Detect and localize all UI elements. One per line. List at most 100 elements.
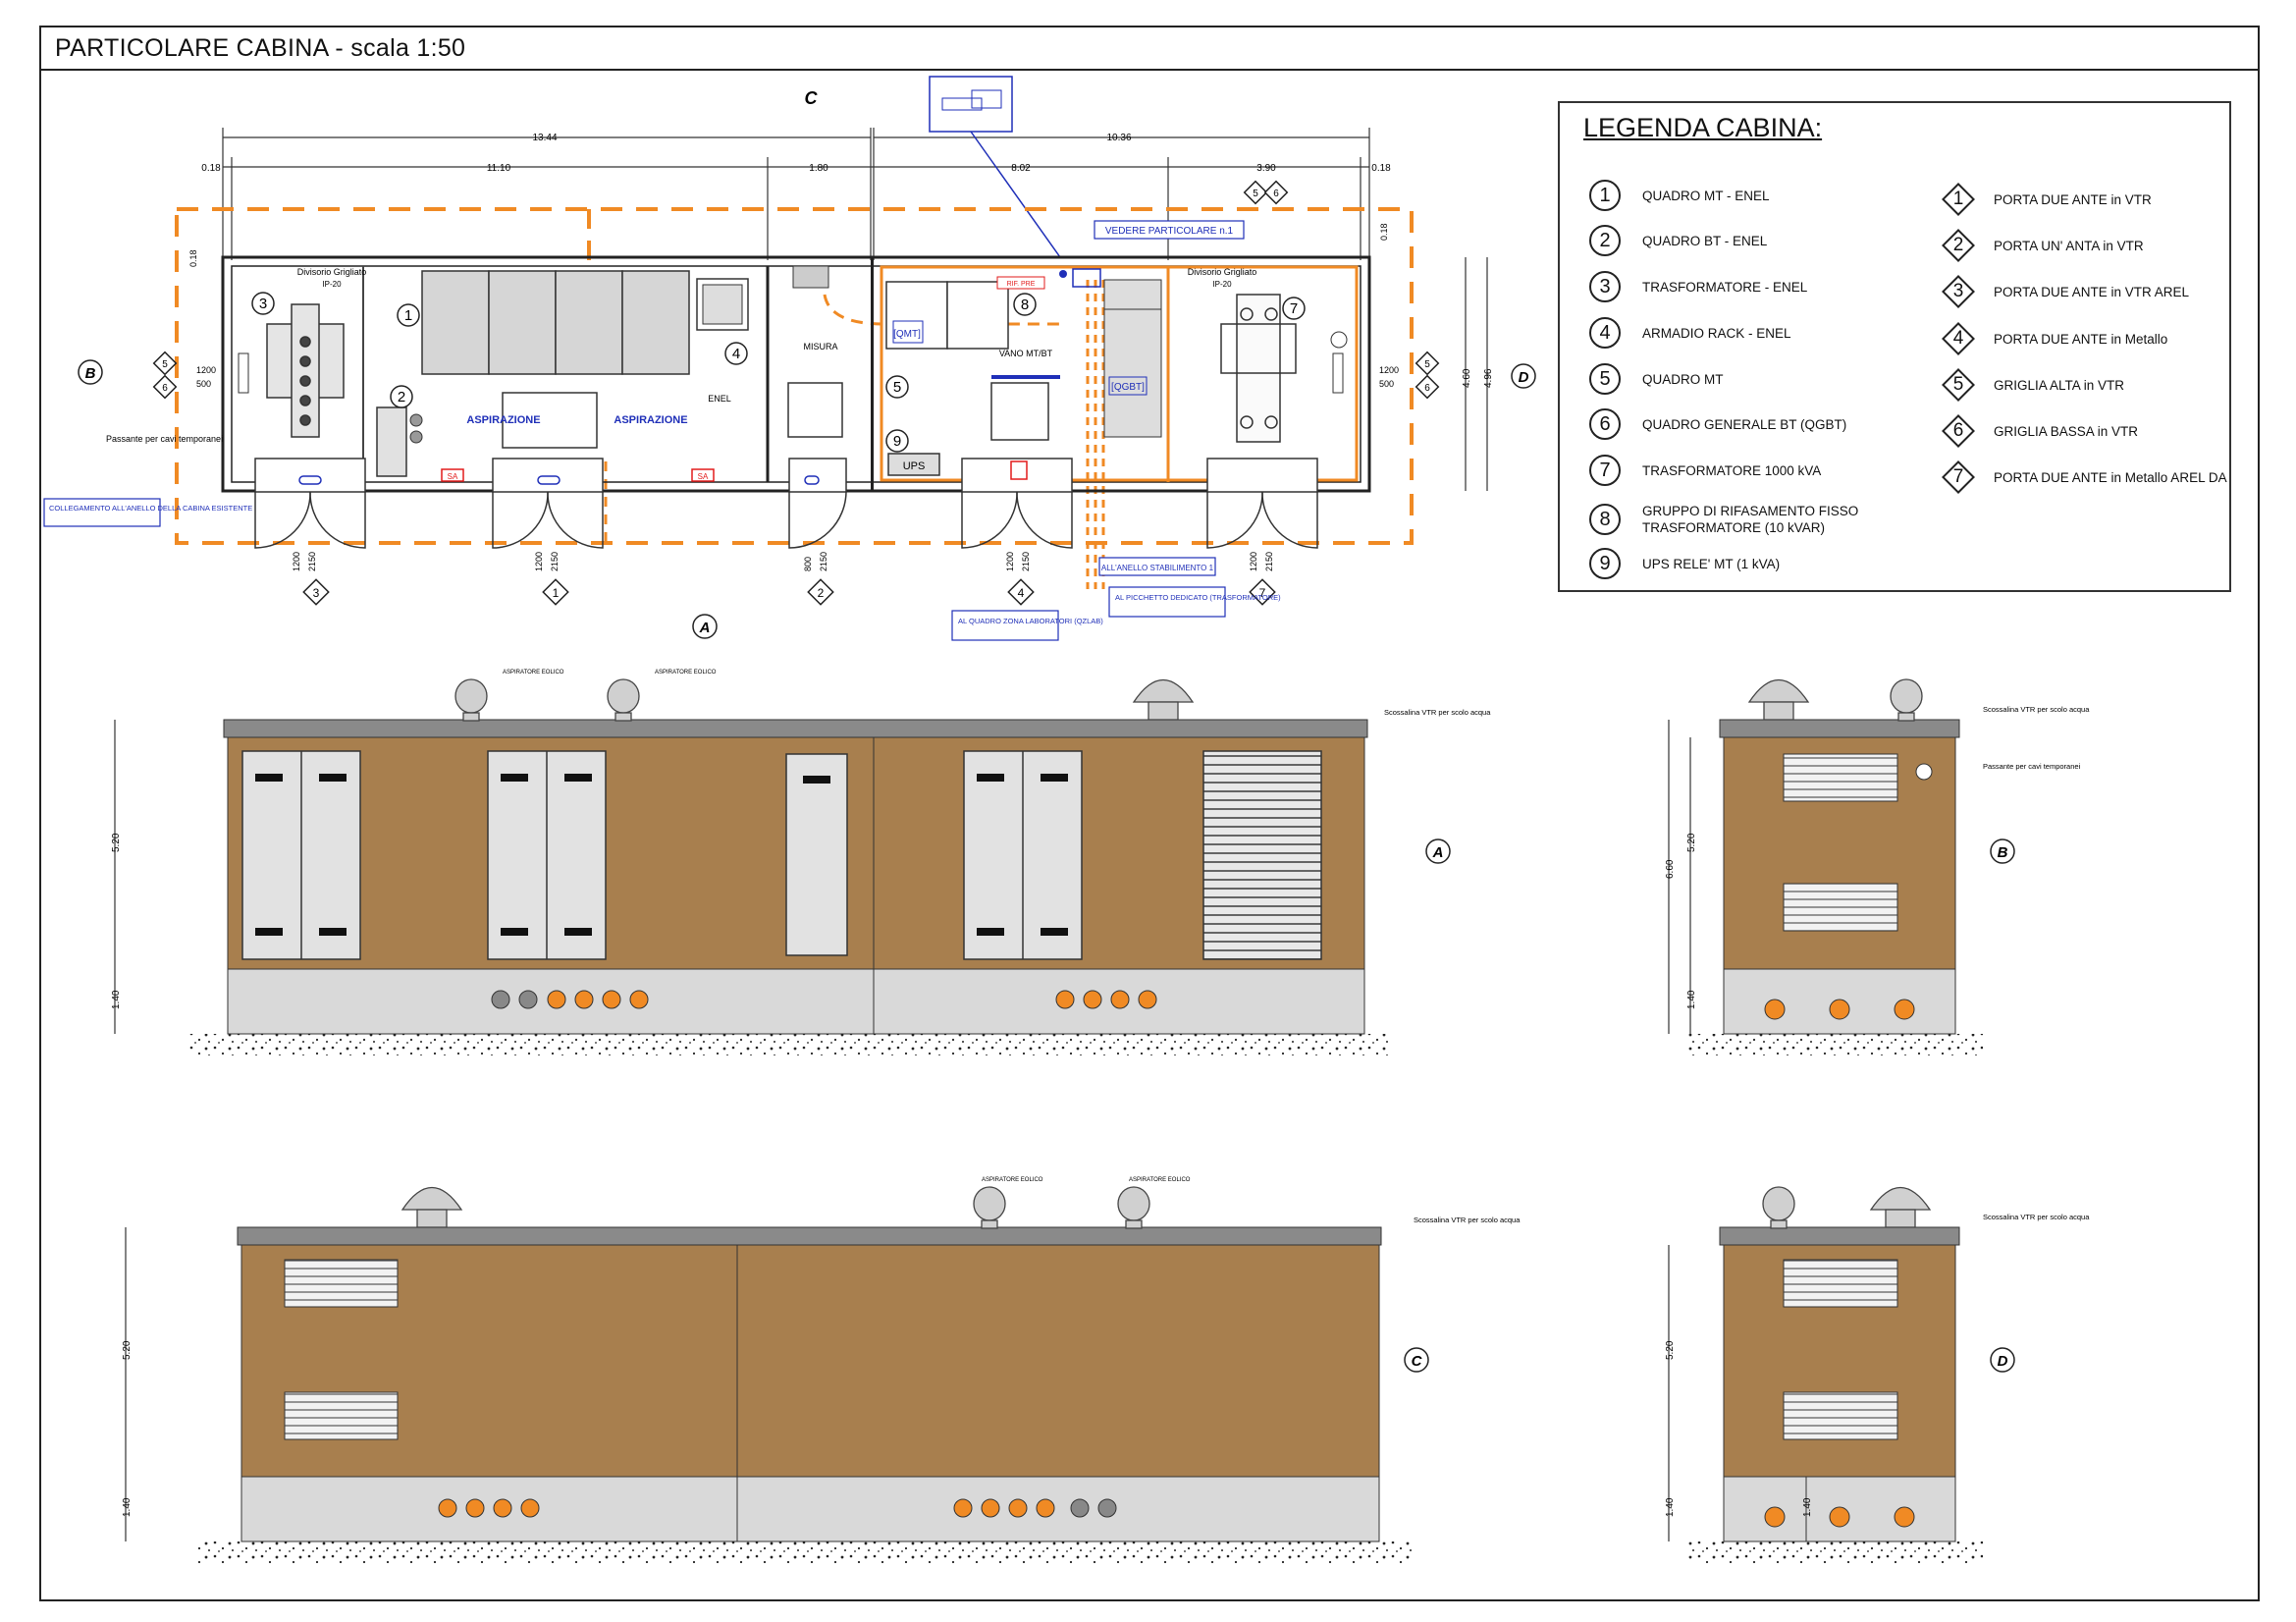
drawing-frame: PARTICOLARE CABINA - scala 1:50 (39, 26, 2260, 1601)
aspiratore-a1: ASPIRATORE EOLICO (503, 670, 564, 676)
elev-b-h660: 6.60 (1665, 859, 1676, 879)
elev-c-marker: C (1412, 1353, 1423, 1370)
callout-2: 2 (398, 389, 405, 406)
aspirazione-1: ASPIRAZIONE (466, 414, 540, 426)
elev-c-h140: 1.40 (122, 1497, 133, 1517)
side-dim-l-500: 500 (196, 379, 211, 389)
dim-1110: 11.10 (487, 163, 511, 174)
door4-w: 1200 (1005, 552, 1015, 571)
view-marker-a: A (699, 620, 711, 636)
rif-label: RIF. PRE (1007, 281, 1036, 288)
door3-h: 2150 (819, 552, 828, 571)
ip-label-2: IP-20 (1212, 280, 1232, 289)
grid-tag-t5: 5 (1253, 189, 1258, 199)
side-dim-l-1200: 1200 (196, 365, 216, 375)
plan-doors (254, 458, 1318, 549)
note-vedere: VEDERE PARTICOLARE n.1 (1105, 226, 1234, 237)
dim-v018-l: 0.18 (188, 249, 198, 267)
dim-total-right: 10.36 (1106, 133, 1131, 143)
legend-num-diamond: 1 (1952, 189, 1964, 209)
callout-9: 9 (893, 433, 901, 450)
scossalina-d: Scossalina VTR per scolo acqua (1983, 1213, 2090, 1221)
legend-item-diamond-4: 4 PORTA DUE ANTE in Metallo (1941, 319, 2167, 358)
legend-label: PORTA DUE ANTE in VTR (1994, 191, 2152, 207)
elev-a-marker: A (1432, 844, 1444, 861)
legend-label: QUADRO MT (1642, 371, 1724, 387)
grid-label-2: Divisorio Grigliato (1188, 267, 1257, 277)
scossalina-a: Scossalina VTR per scolo acqua (1384, 708, 1491, 717)
view-marker-b: B (85, 365, 96, 382)
plan-view: 13.44 10.36 0.18 11.10 1.80 8.02 3.90 0.… (43, 76, 1536, 641)
scossalina-b: Scossalina VTR per scolo acqua (1983, 705, 2090, 714)
legend-num-circle: 4 (1589, 317, 1621, 349)
elev-b-h140: 1.40 (1686, 990, 1697, 1009)
dim-018b: 0.18 (1371, 163, 1391, 174)
legend-num-diamond: 3 (1952, 281, 1964, 301)
scossalina-c: Scossalina VTR per scolo acqua (1414, 1216, 1521, 1224)
ups-label: UPS (903, 460, 926, 472)
legend-num-diamond: 2 (1952, 235, 1964, 255)
grid-label-1: Divisorio Grigliato (297, 267, 367, 277)
view-marker-c: C (805, 88, 819, 108)
room-vano: VANO MT/BT (999, 349, 1053, 358)
door2-w: 1200 (534, 552, 544, 571)
legend-item-circle-9: 9 UPS RELE' MT (1 kVA) (1589, 544, 1780, 583)
legend-item-diamond-5: 5 GRIGLIA ALTA in VTR (1941, 365, 2124, 405)
title-bar: PARTICOLARE CABINA - scala 1:50 (41, 27, 2258, 71)
ip-label-1: IP-20 (322, 280, 342, 289)
note-anello: ALL'ANELLO STABILIMENTO 1 (1101, 564, 1214, 572)
top-dimensions (222, 128, 1370, 260)
grid-tag-t6: 6 (1273, 189, 1279, 199)
legend-label: GRUPPO DI RIFASAMENTO FISSO TRASFORMATOR… (1642, 504, 1859, 535)
elev-d-h140b: 1.40 (1802, 1497, 1813, 1517)
legend-label: ARMADIO RACK - ENEL (1642, 325, 1791, 341)
dim-v018-r: 0.18 (1379, 223, 1389, 241)
legend-num-diamond: 7 (1952, 466, 1964, 487)
aspiratore-c2: ASPIRATORE EOLICO (1129, 1177, 1191, 1183)
legend-num-circle: 9 (1589, 548, 1621, 579)
elevation-d: Scossalina VTR per scolo acqua 5.20 1.40… (1665, 1186, 2090, 1563)
elev-b-marker: B (1998, 844, 2008, 861)
legend-num-circle: 8 (1589, 504, 1621, 535)
elev-d-h140: 1.40 (1665, 1497, 1676, 1517)
qmt-label: [QMT] (893, 329, 921, 340)
legend-label: UPS RELE' MT (1 kVA) (1642, 556, 1781, 571)
legend-num-circle: 6 (1589, 408, 1621, 440)
legend-label: TRASFORMATORE 1000 kVA (1642, 462, 1822, 478)
legend-item-diamond-6: 6 GRIGLIA BASSA in VTR (1941, 411, 2138, 451)
dim-180: 1.80 (809, 163, 828, 174)
callout-1: 1 (404, 307, 412, 324)
grid-tag-l6: 6 (162, 383, 168, 394)
plan-callouts: 3 1 2 4 5 8 7 9 (251, 292, 1306, 453)
transformer-1000 (1220, 294, 1297, 443)
side-dim-r-1200: 1200 (1379, 365, 1399, 375)
legend-box: LEGENDA CABINA: 1 QUADRO MT - ENEL 2 QUA… (1558, 101, 2231, 592)
legend-item-diamond-7: 7 PORTA DUE ANTE in Metallo AREL DA (1941, 458, 2227, 497)
legend-item-circle-7: 7 TRASFORMATORE 1000 kVA (1589, 451, 1821, 490)
door-tag-5: 7 (1259, 586, 1266, 600)
door-tag-2: 1 (553, 586, 560, 600)
door-dimensions: 1200 2150 1200 2150 800 2150 1200 2150 1… (292, 552, 1274, 571)
legend-label: PORTA DUE ANTE in Metallo AREL DA (1994, 469, 2227, 485)
view-marker-d: D (1519, 369, 1529, 386)
legend-label: PORTA DUE ANTE in VTR AREL (1994, 284, 2190, 299)
enel-label: ENEL (708, 394, 731, 404)
elevation-c: ASPIRATORE EOLICO ASPIRATORE EOLICO Scos… (122, 1177, 1521, 1563)
aspiratore-a2: ASPIRATORE EOLICO (655, 670, 717, 676)
legend-label: QUADRO GENERALE BT (QGBT) (1642, 416, 1847, 432)
legend-item-diamond-1: 1 PORTA DUE ANTE in VTR (1941, 180, 2152, 219)
elev-c-h520: 5.20 (122, 1340, 133, 1360)
legend-title: LEGENDA CABINA: (1583, 113, 1823, 142)
legend-num-circle: 3 (1589, 271, 1621, 302)
elev-b-h520: 5.20 (1686, 833, 1697, 852)
legend-item-circle-8: 8 GRUPPO DI RIFASAMENTO FISSO TRASFORMAT… (1589, 500, 1923, 539)
elev-a-h520: 5.20 (111, 833, 122, 852)
legend-label: QUADRO MT - ENEL (1642, 188, 1770, 203)
legend-num-diamond: 6 (1952, 420, 1964, 441)
room-misura: MISURA (803, 342, 837, 351)
callout-4: 4 (732, 346, 740, 362)
legend-item-diamond-2: 2 PORTA UN' ANTA in VTR (1941, 226, 2144, 265)
note-passante: Passante per cavi temporanei (106, 434, 223, 444)
dim-018a: 0.18 (201, 163, 221, 174)
legend-item-circle-6: 6 QUADRO GENERALE BT (QGBT) (1589, 405, 1846, 444)
